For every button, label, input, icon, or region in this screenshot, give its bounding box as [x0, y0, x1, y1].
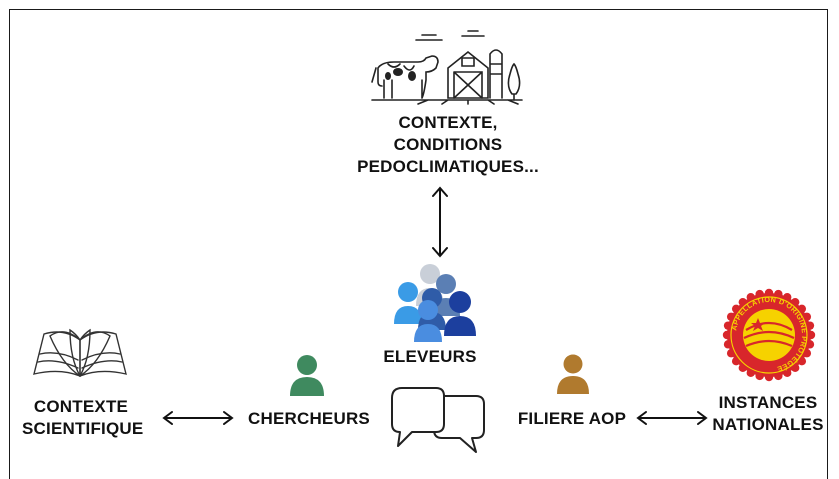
aop-seal-icon: APPELLATION D'ORIGINE PROTÉGÉE: [722, 288, 816, 382]
scientific-line-2: SCIENTIFIQUE: [22, 419, 144, 438]
left-double-arrow: [162, 411, 234, 425]
aop-sector-person-icon: [557, 354, 589, 394]
aop-sector-label: FILIERE AOP: [517, 409, 627, 428]
scientific-line-1: CONTEXTE: [33, 397, 129, 416]
national-label: INSTANCES NATIONALES: [706, 392, 830, 436]
context-line-1: CONTEXTE,: [398, 113, 498, 132]
breeders-label: ELEVEURS: [383, 347, 477, 366]
context-label: CONTEXTE, CONDITIONS PEDOCLIMATIQUES...: [340, 112, 556, 178]
farm-icon: [371, 30, 523, 105]
context-line-2: CONDITIONS: [393, 135, 503, 154]
scientific-label: CONTEXTE SCIENTIFIQUE: [22, 396, 144, 440]
researchers-label: CHERCHEURS: [248, 409, 370, 428]
diagram-frame: [9, 9, 828, 479]
people-group-icon: [394, 264, 476, 342]
right-double-arrow: [636, 411, 708, 425]
open-book-icon: [33, 328, 127, 378]
national-line-2: NATIONALES: [712, 415, 824, 434]
context-line-3: PEDOCLIMATIQUES...: [357, 157, 539, 176]
national-line-1: INSTANCES: [718, 393, 818, 412]
researchers-person-icon: [290, 355, 324, 396]
speech-bubbles-icon: [391, 387, 485, 453]
vertical-double-arrow: [432, 186, 448, 258]
